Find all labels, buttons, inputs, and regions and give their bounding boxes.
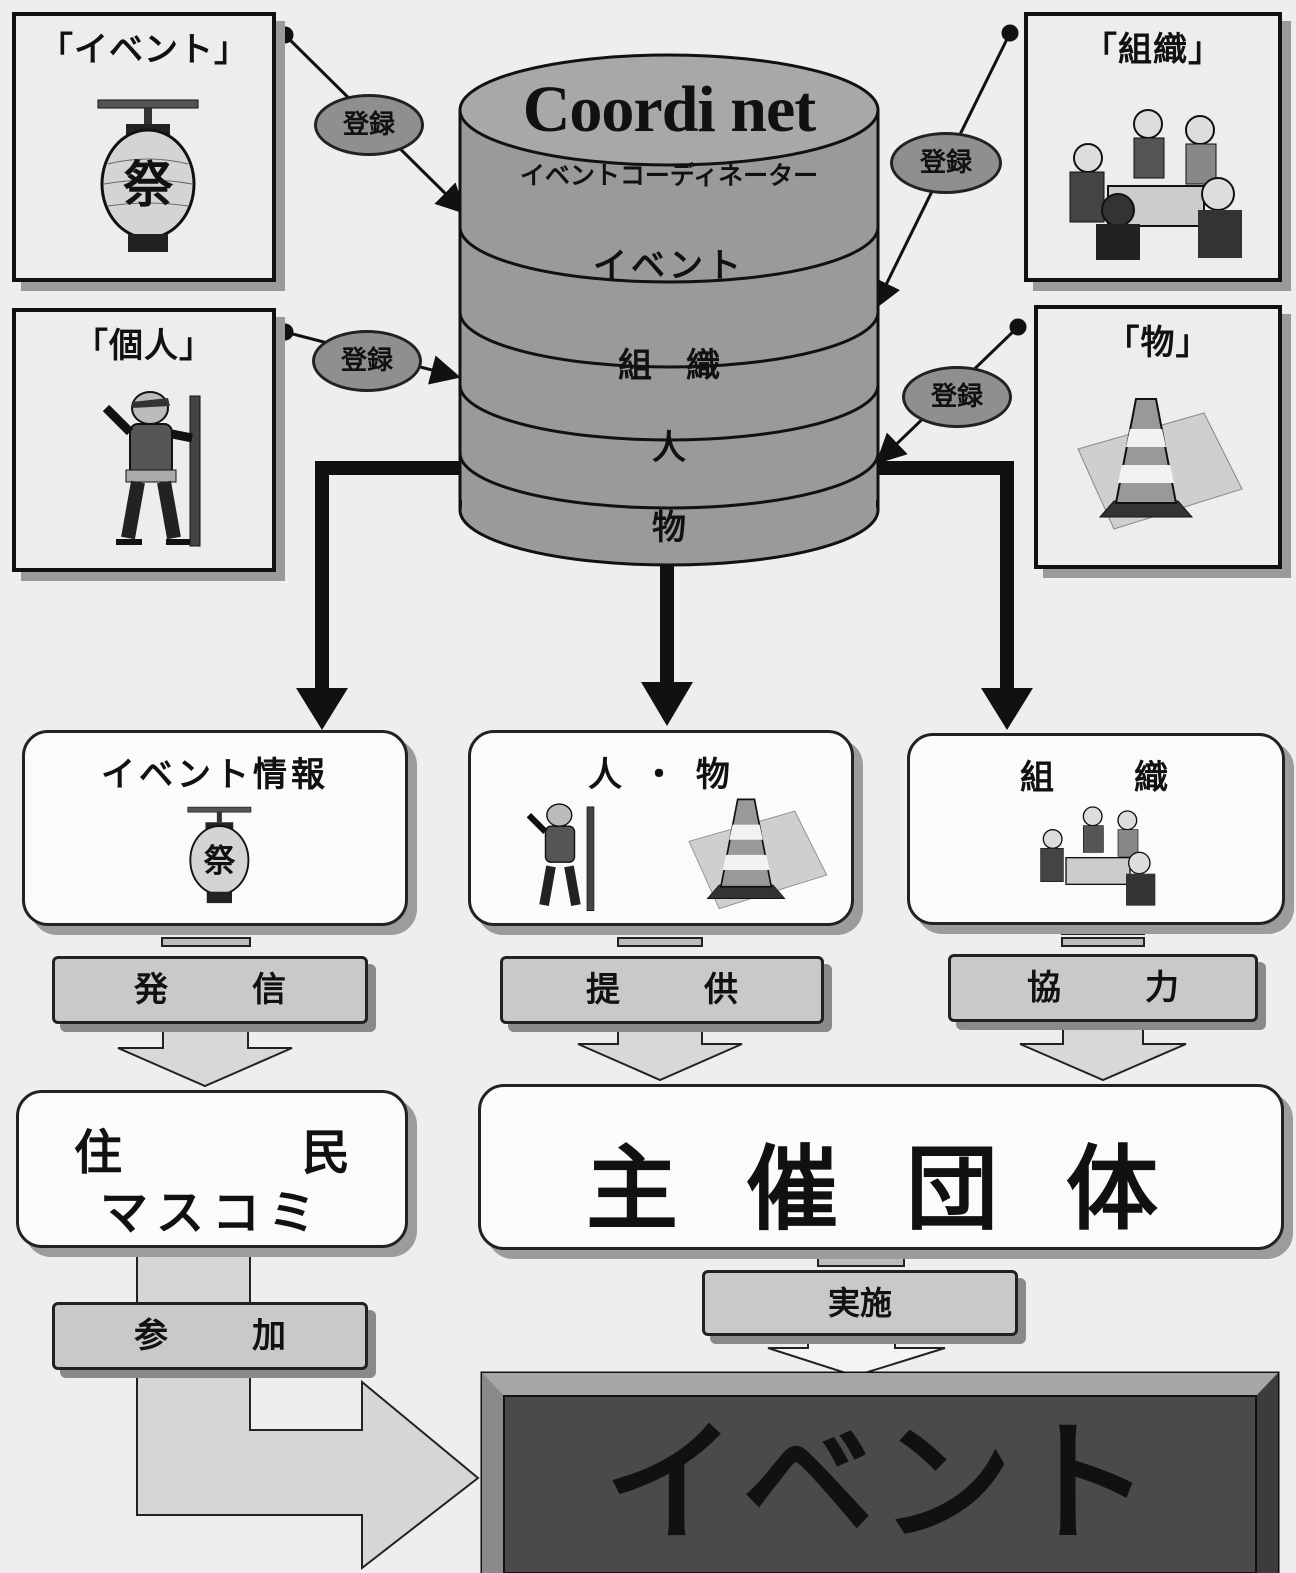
residents-box: 住民 マスコミ [16,1090,408,1248]
database-layer-event: イベント [593,246,745,286]
register-event-pill: 登録 [314,94,424,156]
send-char-2: 信 [252,970,286,1010]
participate-char-2: 加 [252,1316,286,1356]
event-info-title: イベント情報 [101,755,329,795]
database-cylinder [458,53,880,567]
cooperate-char-2: 力 [1145,968,1179,1008]
source-event-label: 「イベント」 [39,30,249,70]
cooperate-bar: 協力 [948,954,1258,1022]
register-org-pill: 登録 [890,132,1002,194]
database-title: Coordi net [522,73,816,146]
database-layer-org: 組 織 [618,346,720,386]
organizer-box: 主 催 団 体 [478,1084,1284,1250]
worker-icon [102,391,201,547]
residents-char-2: 民 [302,1125,351,1181]
people-things-box: 人 ・ 物 [468,730,854,926]
lantern-char: 祭 [204,844,236,880]
meeting-icon [1069,109,1242,260]
event-info-box: イベント情報 祭 [22,730,408,926]
cooperate-char-1: 協 [1027,968,1061,1008]
distribution-arrows [296,461,1033,730]
provide-bar: 提供 [500,956,824,1024]
provide-char-1: 提 [586,970,620,1010]
lantern-icon: 祭 [187,806,252,904]
event-final-title: イベント [604,1407,1156,1561]
traffic-cone-icon [688,798,828,910]
org-box: 組 織 [907,733,1285,925]
lantern-icon: 祭 [97,99,199,252]
residents-char-1: 住 [73,1125,122,1181]
source-org-label: 「組織」 [1083,30,1223,70]
lantern-char: 祭 [123,156,174,214]
worker-icon [526,803,595,912]
source-thing-panel: 「物」 [1034,305,1282,569]
org-title: 組 織 [1020,758,1172,798]
participation-arrow [136,1244,480,1571]
database-subtitle: イベントコーディネーター [519,161,819,190]
provide-char-2: 供 [704,970,738,1010]
source-org-panel: 「組織」 [1024,12,1282,282]
source-thing-label: 「物」 [1105,323,1211,363]
source-person-panel: 「個人」 [12,308,276,572]
residents-line1: 住民 [19,1113,405,1183]
send-char-1: 発 [134,970,168,1010]
send-bar: 発信 [52,956,368,1024]
register-thing-pill: 登録 [902,366,1012,428]
people-things-title: 人 ・ 物 [588,755,734,795]
database-layer-person: 人 [652,428,686,468]
connector-stubs [161,925,1145,1267]
organizer-title: 主 催 団 体 [585,1136,1177,1243]
event-box [480,1371,1280,1573]
register-person-pill: 登録 [312,330,422,392]
residents-line2: マスコミ [99,1185,324,1241]
traffic-cone-icon [1077,398,1243,530]
implement-bar: 実施 [702,1270,1018,1336]
source-person-label: 「個人」 [74,326,214,366]
participate-bar: 参加 [52,1302,368,1370]
participate-char-1: 参 [134,1316,168,1356]
meeting-icon [1040,806,1156,906]
source-event-panel: 「イベント」 祭 [12,12,276,282]
database-layer-thing: 物 [652,508,686,548]
